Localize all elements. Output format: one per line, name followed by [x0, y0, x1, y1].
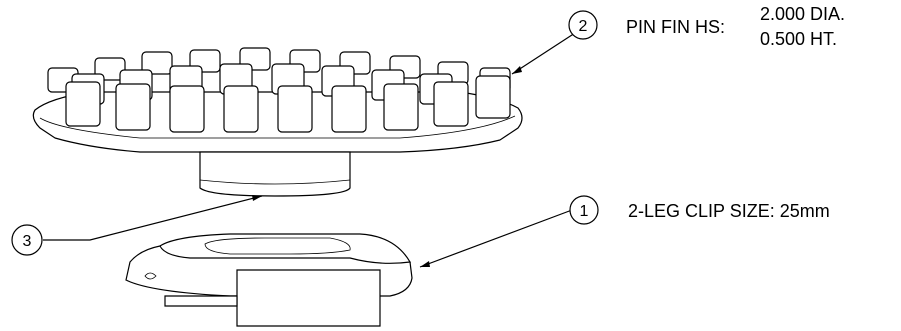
callout-3-balloon	[11, 224, 43, 256]
callout-2-label: PIN FIN HS:	[626, 17, 725, 37]
fin-row-front	[65, 75, 511, 133]
callout-3-number: 3	[23, 233, 32, 250]
callout-1: 1 2-LEG CLIP SIZE: 25mm	[569, 195, 830, 225]
callout-1-balloon	[569, 195, 599, 225]
leader-lines	[43, 32, 576, 268]
callout-1-label: 2-LEG CLIP SIZE: 25mm	[628, 201, 830, 221]
pin-fin-heat-sink	[32, 47, 523, 197]
callout-2-balloon	[568, 10, 598, 40]
callout-2-spec-diameter: 2.000 DIA.	[760, 4, 845, 24]
callout-3: 3	[11, 224, 43, 256]
callout-2-spec-height: 0.500 HT.	[760, 29, 837, 49]
two-leg-clip-fan	[125, 233, 413, 327]
callout-1-number: 1	[580, 203, 589, 220]
callout-2: 2 PIN FIN HS: 2.000 DIA. 0.500 HT.	[568, 4, 845, 49]
callout-2-number: 2	[579, 18, 588, 35]
